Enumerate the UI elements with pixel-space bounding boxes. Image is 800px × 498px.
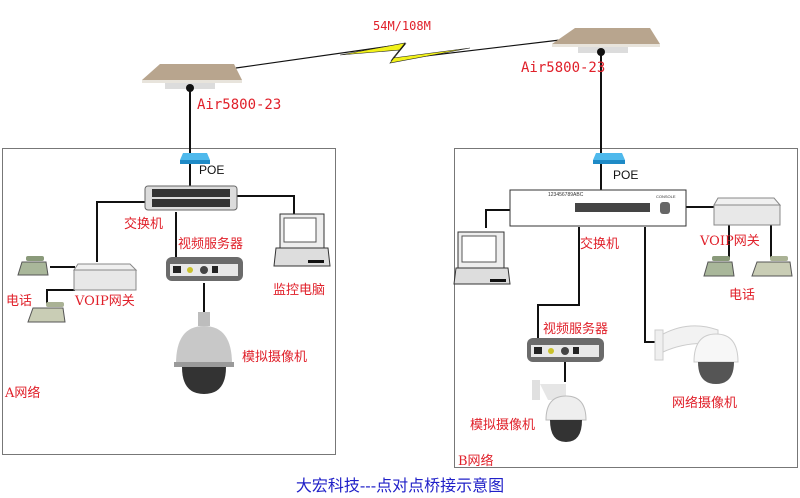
link-speed-label: 54M/108M: [373, 19, 431, 33]
bridge-a-icon: [142, 64, 242, 92]
poe-a-label: POE: [199, 163, 225, 177]
wireless-link: [235, 39, 561, 69]
diagram-caption: 大宏科技---点对点桥接示意图: [295, 476, 505, 495]
switch-b-label: 交换机: [580, 237, 620, 252]
switch-port-numbers: 123456789ABC: [548, 192, 584, 198]
voip-gateway-b-icon: [713, 197, 782, 226]
bridge-a-label: Air5800-23: [197, 97, 282, 113]
phone-b1-icon: [703, 256, 735, 277]
video-server-b-icon: [527, 338, 604, 362]
analog-camera-a-icon: [174, 312, 234, 394]
voip-gateway-a-label: VOIP网关: [75, 294, 135, 309]
poe-injector-b-icon: [593, 153, 625, 164]
phone-a-label: 电话: [6, 294, 33, 309]
video-server-a-label: 视频服务器: [178, 237, 244, 252]
phone-b2-icon: [751, 256, 793, 277]
poe-b-label: POE: [613, 168, 639, 182]
video-server-b-label: 视频服务器: [543, 322, 609, 337]
bridge-b-label: Air5800-23: [521, 60, 606, 76]
ip-camera-icon: [654, 325, 739, 384]
ip-camera-label: 网络摄像机: [672, 396, 738, 411]
analog-camera-b-label: 模拟摄像机: [470, 418, 536, 433]
switch-a-label: 交换机: [124, 217, 164, 232]
bridge-b-icon: [552, 28, 660, 56]
network-a-label: A网络: [5, 386, 41, 401]
switch-a-icon: [144, 185, 238, 211]
voip-gateway-b-label: VOIP网关: [700, 234, 760, 249]
phone-a1-icon: [17, 256, 49, 276]
phone-a2-icon: [27, 302, 66, 323]
voip-gateway-a-icon: [73, 263, 138, 291]
monitor-pc-icon: [273, 213, 331, 267]
console-port-label: CONSOLE: [656, 194, 676, 199]
video-server-a-icon: [166, 257, 243, 281]
monitor-pc-label: 监控电脑: [273, 283, 326, 298]
poe-injector-a-icon: [180, 153, 210, 164]
phone-b-label: 电话: [729, 288, 756, 303]
analog-camera-a-label: 模拟摄像机: [242, 350, 308, 365]
lightning-bolt-icon: [339, 42, 471, 64]
switch-b-icon: [509, 189, 687, 227]
laptop-b-icon: [453, 231, 511, 285]
analog-camera-b-icon: [532, 380, 587, 442]
network-b-label: B网络: [458, 454, 494, 469]
